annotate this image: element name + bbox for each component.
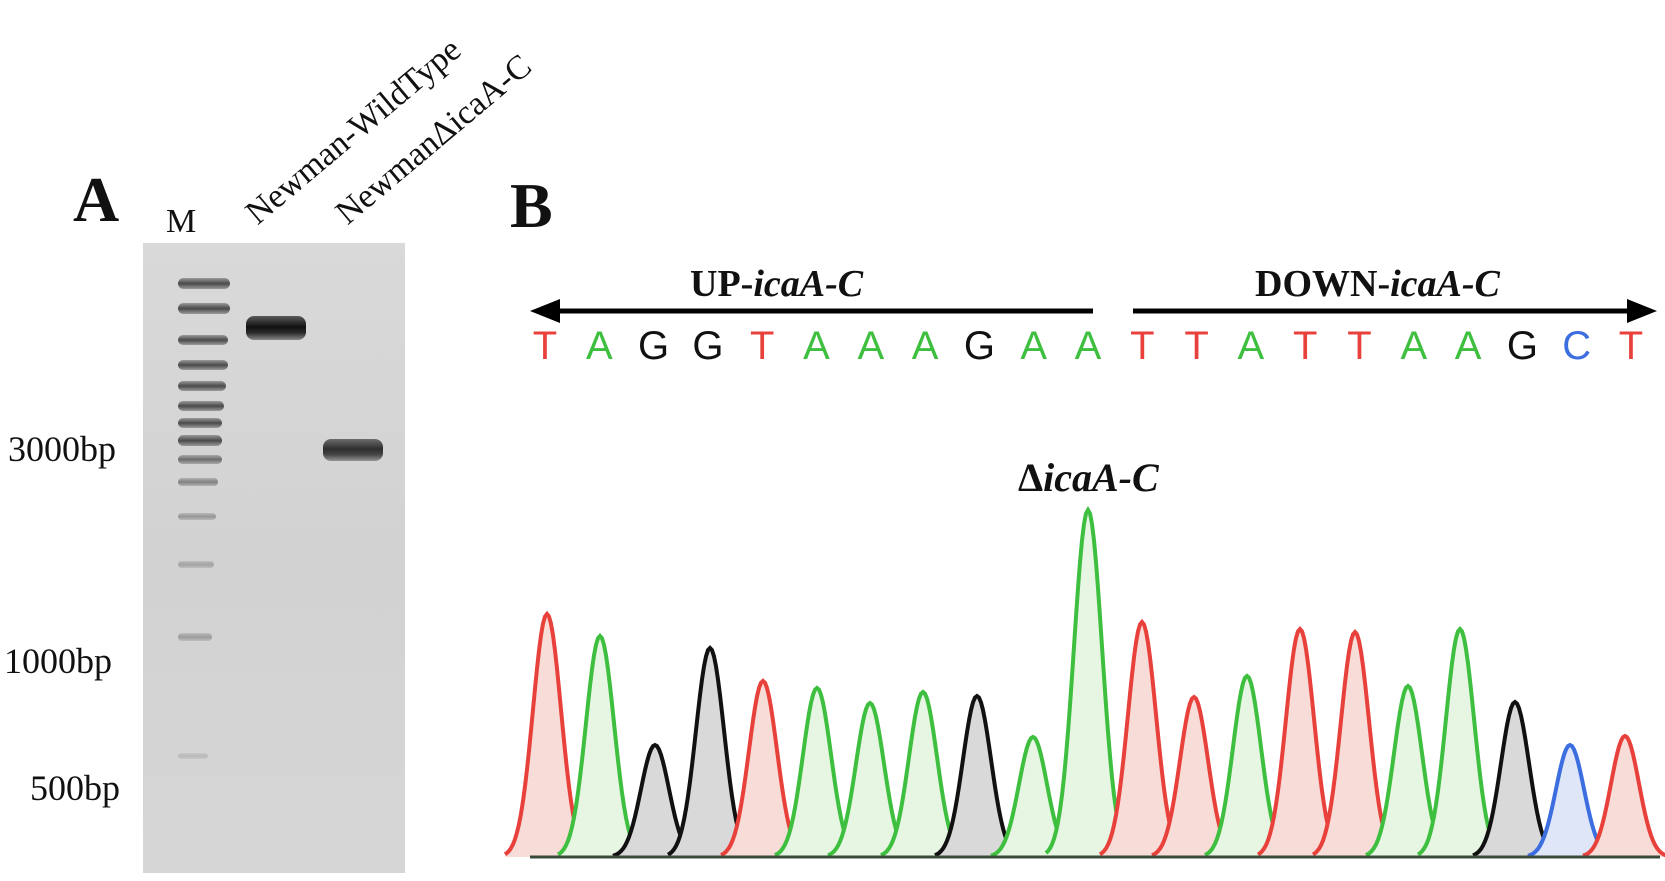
- peak-fill: [1366, 686, 1450, 857]
- peak-fill: [1258, 629, 1342, 857]
- sequence-base: G: [963, 324, 995, 368]
- sequence-base: A: [585, 324, 613, 368]
- ladder-band: [178, 335, 228, 345]
- peak-fill: [721, 681, 805, 857]
- peak-fill: [1313, 632, 1397, 857]
- peak-trace: [1582, 733, 1665, 858]
- deletion-band: [323, 439, 383, 461]
- ladder-band: [178, 381, 226, 391]
- sequence-base: A: [911, 324, 939, 368]
- ladder-band: [178, 401, 224, 411]
- peak-fill: [775, 688, 859, 857]
- up-arrow-head: [530, 299, 560, 323]
- sequence-base: A: [1074, 324, 1102, 368]
- sequence-base: C: [1562, 324, 1592, 368]
- ladder-band: [178, 478, 218, 486]
- sequence-base: G: [1506, 324, 1538, 368]
- size-marker-1000: 1000bp: [4, 641, 112, 681]
- peak-fill: [1205, 676, 1289, 857]
- ladder-band: [178, 418, 222, 428]
- peak-fill: [1046, 510, 1130, 857]
- sequence-base: T: [1292, 324, 1318, 368]
- ladder-band: [178, 278, 230, 289]
- down-region-label: DOWN-icaA-C: [1255, 263, 1500, 305]
- up-region-label: UP-icaA-C: [690, 263, 864, 305]
- sequence-base: A: [1454, 324, 1482, 368]
- ladder-band: [178, 455, 222, 464]
- sequence-base: A: [803, 324, 830, 368]
- size-marker-500: 500bp: [30, 768, 120, 808]
- peak-trace: [556, 633, 644, 857]
- sequence-base: T: [749, 324, 775, 368]
- sequence-base: T: [1618, 324, 1644, 368]
- peak-fill: [828, 703, 912, 857]
- ladder-band: [178, 303, 230, 314]
- peak-fill: [1152, 697, 1236, 857]
- sequence-base: A: [1237, 324, 1265, 368]
- agarose-gel: [143, 243, 405, 873]
- ladder-band: [178, 753, 208, 759]
- panel-a-letter: A: [73, 164, 120, 235]
- peak-fill: [935, 696, 1019, 857]
- deletion-junction-label: ΔicaA-C: [1018, 455, 1159, 500]
- sequence-base: A: [1400, 324, 1428, 368]
- marker-lane-label: M: [166, 203, 197, 240]
- peak-fill: [881, 692, 965, 857]
- sequence-base: G: [692, 324, 724, 368]
- sequence-base: A: [1020, 324, 1048, 368]
- sequence-base: T: [1130, 324, 1155, 368]
- wildtype-band: [246, 316, 306, 340]
- peak-fill: [1100, 622, 1184, 857]
- size-marker-3000: 3000bp: [8, 429, 116, 469]
- ladder-band: [178, 633, 212, 641]
- sequence-base: T: [1347, 324, 1372, 368]
- peak-fill: [668, 648, 752, 857]
- ladder-band: [178, 360, 228, 370]
- sequence-base: G: [638, 324, 670, 368]
- peak-fill: [991, 737, 1075, 857]
- ladder-band: [178, 513, 216, 520]
- peak-fill: [1473, 702, 1557, 857]
- sequence-base: A: [857, 324, 885, 368]
- down-arrow-head: [1627, 299, 1657, 323]
- peak-fill: [1418, 629, 1502, 857]
- ladder-band: [178, 561, 214, 568]
- peak-fill: [1528, 745, 1612, 857]
- peak-fill: [613, 745, 697, 857]
- ladder-band: [178, 435, 222, 446]
- sequence-base: T: [532, 324, 558, 368]
- peak-fill: [505, 614, 589, 857]
- peak-trace: [934, 693, 1020, 858]
- panel-b-letter: B: [510, 170, 553, 241]
- peak-fill: [558, 636, 642, 857]
- sequence-base: T: [1184, 324, 1209, 368]
